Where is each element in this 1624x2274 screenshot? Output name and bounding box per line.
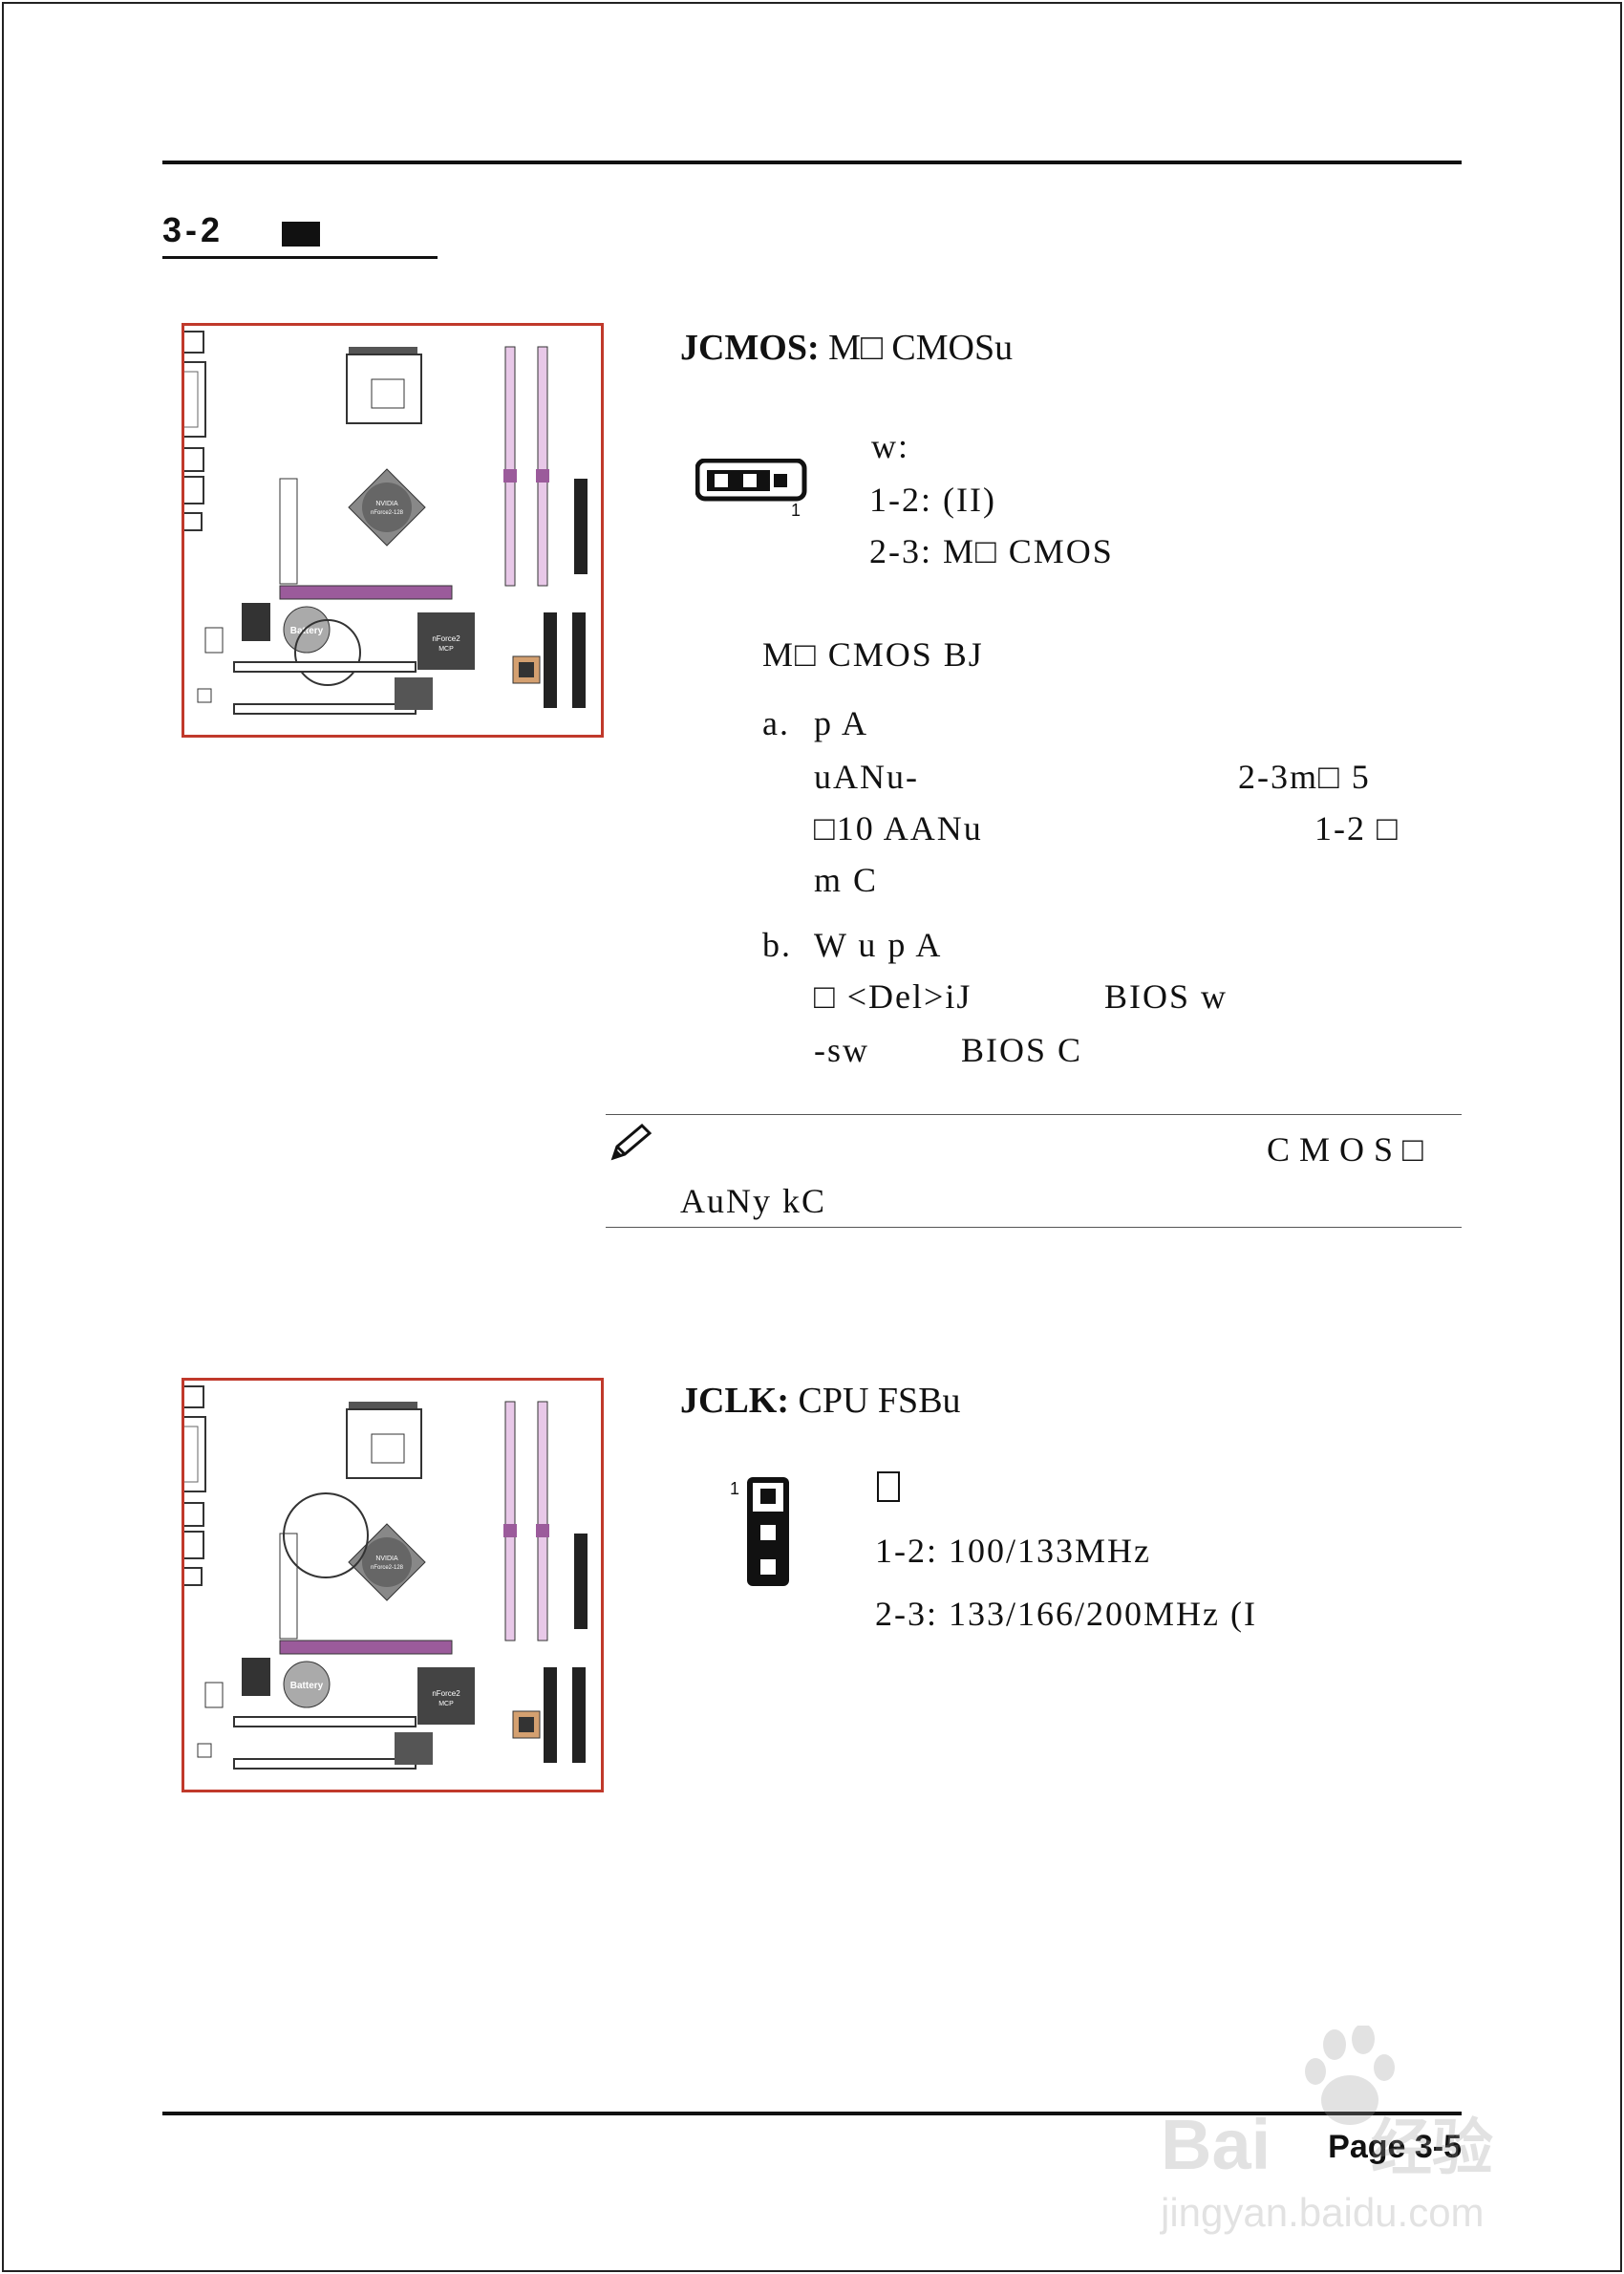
nvidia-chip-label: NVIDIA — [375, 501, 398, 507]
svg-text:nForce2: nForce2 — [432, 634, 460, 643]
note-line-1: CMOS□ — [1267, 1130, 1433, 1169]
step-a-line: □10 AANu — [814, 809, 983, 847]
jcmos-pin-label: 1 — [791, 501, 801, 520]
jclk-jumper-icon — [747, 1477, 789, 1586]
step-b-line: □ <Del>iJ — [814, 977, 972, 1016]
page-number: Page 3-5 — [1328, 2129, 1462, 2165]
battery-label: Battery — [290, 626, 324, 636]
jcmos-procedure-heading: M□ CMOS BJ — [762, 635, 984, 674]
step-a-line: 2-3m□ 5 — [1238, 758, 1371, 796]
jcmos-jumper-icon — [695, 459, 807, 502]
step-a-line: uANu- — [814, 758, 919, 796]
motherboard-diagram-jcmos: NVIDIA nForce2-128 Battery nForce2 MCP — [182, 323, 604, 738]
step-b-line: BIOS C — [961, 1031, 1083, 1069]
jclk-title-label: JCLK: — [680, 1381, 789, 1421]
watermark-brand: Bai — [1161, 2105, 1271, 2184]
jclk-pin-label: 1 — [730, 1479, 740, 1498]
jclk-setting-2: 2-3: 133/166/200MHz (I — [875, 1595, 1257, 1633]
jcmos-setting-2: 2-3: M□ CMOS — [869, 532, 1114, 570]
section-number: 3-2 — [162, 210, 224, 249]
section-underline — [162, 256, 438, 259]
svg-text:nForce2: nForce2 — [432, 1689, 460, 1698]
jclk-settings-label — [877, 1471, 900, 1502]
pencil-icon — [610, 1123, 652, 1161]
step-b-marker: b. — [762, 926, 792, 964]
step-a-line: p A — [814, 704, 869, 742]
motherboard-diagram-jclk: NVIDIA nForce2-128 Battery nForce2 MCP — [182, 1378, 604, 1792]
svg-text:nForce2-128: nForce2-128 — [371, 510, 404, 516]
step-b-line: -sw — [814, 1031, 869, 1069]
note-bottom-rule — [606, 1227, 1462, 1228]
note-line-2: AuNy kC — [680, 1182, 827, 1220]
watermark-brand-cn: 经验 — [1371, 2113, 1493, 2184]
jcmos-setting-1: 1-2: (II) — [869, 481, 996, 519]
note-top-rule — [606, 1114, 1462, 1115]
jcmos-title-label: JCMOS: — [680, 328, 820, 368]
watermark-url: jingyan.baidu.com — [1159, 2190, 1485, 2235]
svg-text:nForce2-128: nForce2-128 — [371, 1565, 404, 1571]
footer-rule — [162, 2112, 1462, 2115]
header-rule — [162, 161, 1462, 164]
step-b-line: BIOS w — [1104, 977, 1229, 1016]
baidu-watermark: Bai 经验 jingyan.baidu.com — [1159, 2026, 1493, 2235]
section-title-glyph — [282, 222, 320, 247]
svg-text:MCP: MCP — [438, 646, 454, 653]
svg-text:MCP: MCP — [438, 1701, 454, 1707]
jclk-title-text: CPU FSBu — [798, 1381, 961, 1421]
jclk-title: JCLK: CPU FSBu — [680, 1380, 961, 1422]
jclk-setting-1: 1-2: 100/133MHz — [875, 1532, 1151, 1570]
step-a-line: 1-2 □ — [1314, 809, 1400, 847]
step-a-marker: a. — [762, 704, 790, 742]
svg-text:NVIDIA: NVIDIA — [375, 1555, 398, 1562]
step-b-line: W u p A — [814, 926, 943, 964]
jcmos-settings-label: w: — [871, 427, 909, 465]
jcmos-title: JCMOS: M□ CMOSu — [680, 327, 1013, 369]
svg-text:Battery: Battery — [290, 1681, 324, 1691]
jcmos-title-text: M□ CMOSu — [828, 328, 1014, 368]
step-a-line: m C — [814, 861, 879, 899]
